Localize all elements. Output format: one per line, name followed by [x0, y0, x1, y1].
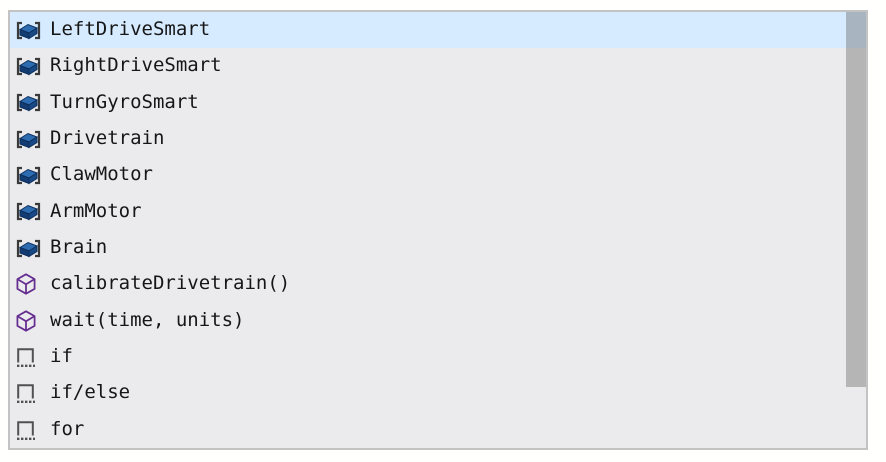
method-cube-icon: [15, 273, 45, 296]
vex-device-icon: [15, 92, 45, 113]
method-cube-icon: [15, 310, 45, 332]
vex-device-icon: [15, 129, 45, 150]
snippet-icon: [15, 382, 45, 404]
suggestion-label: RightDriveSmart: [50, 54, 222, 77]
suggestion-item-calibratedrivetrain[interactable]: calibrateDrivetrain(): [10, 266, 866, 302]
suggestion-item-if-else[interactable]: if/else: [10, 375, 866, 411]
suggestion-item-for[interactable]: for: [10, 412, 866, 448]
vex-device-icon: [15, 238, 45, 259]
suggestion-label: TurnGyroSmart: [50, 90, 199, 113]
suggestion-item-clawmotor[interactable]: ClawMotor: [10, 157, 866, 193]
vex-device-icon: [15, 165, 45, 186]
suggestion-item-drivetrain[interactable]: Drivetrain: [10, 121, 866, 157]
suggestion-label: Brain: [50, 236, 108, 259]
suggestion-item-turngyrosmart[interactable]: TurnGyroSmart: [10, 85, 866, 121]
suggestion-label: for: [50, 417, 85, 440]
snippet-icon: [15, 346, 45, 368]
suggestion-label: LeftDriveSmart: [50, 18, 211, 41]
vex-device-icon: [15, 201, 45, 222]
suggestion-item-rightdrivesmart[interactable]: RightDriveSmart: [10, 48, 866, 84]
suggestion-item-if[interactable]: if: [10, 339, 866, 375]
suggestion-label: Drivetrain: [50, 127, 165, 150]
suggestion-label: ClawMotor: [50, 163, 153, 186]
scrollbar-thumb[interactable]: [846, 12, 866, 387]
suggestion-label: calibrateDrivetrain(): [50, 272, 291, 295]
suggestion-item-leftdrivesmart[interactable]: LeftDriveSmart: [10, 12, 866, 49]
suggestion-label: if/else: [50, 381, 131, 404]
suggestion-item-wait-time-units[interactable]: wait(time, units): [10, 303, 866, 339]
suggestion-label: wait(time, units): [50, 308, 245, 331]
suggestion-list: LeftDriveSmart RightDriveSmart TurnGyroS…: [10, 12, 866, 448]
suggestion-item-brain[interactable]: Brain: [10, 230, 866, 266]
vex-device-icon: [15, 56, 45, 77]
vex-device-icon: [15, 20, 45, 41]
autocomplete-suggest-widget: LeftDriveSmart RightDriveSmart TurnGyroS…: [8, 10, 868, 450]
suggestion-label: if: [50, 345, 73, 368]
suggestion-label: ArmMotor: [50, 199, 142, 222]
suggestion-item-armmotor[interactable]: ArmMotor: [10, 194, 866, 230]
snippet-icon: [15, 419, 45, 441]
